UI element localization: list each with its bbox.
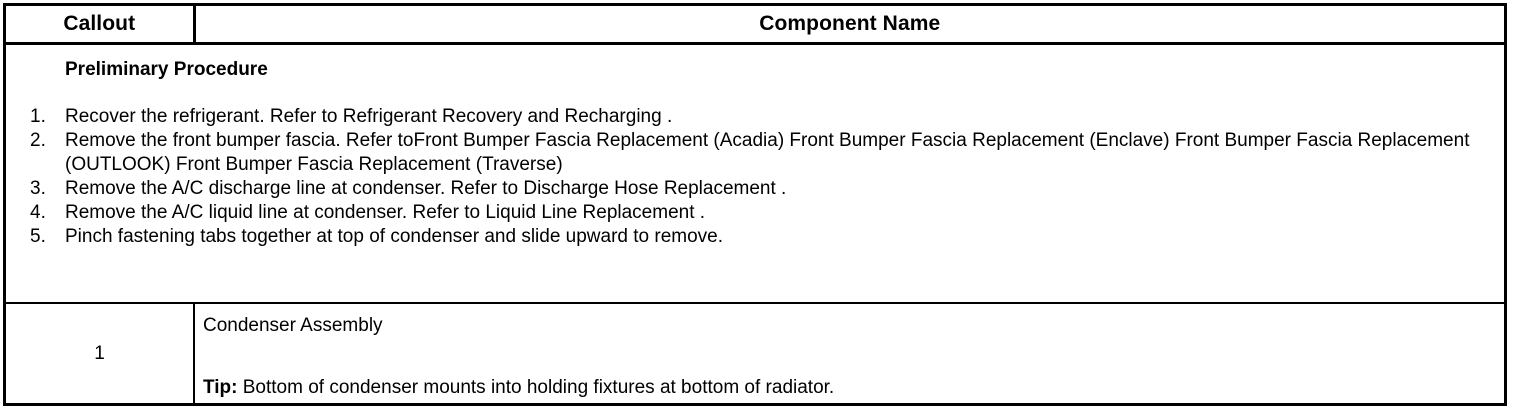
procedure-table-frame: Callout Component Name Preliminary Proce… [3, 3, 1507, 406]
step-text: Pinch fastening tabs together at top of … [65, 225, 724, 247]
tip-text: Bottom of condenser mounts into holding … [237, 377, 835, 398]
step-number: 1. [30, 105, 46, 127]
column-header-component-name: Component Name [194, 6, 1504, 45]
tip-label: Tip: [203, 377, 238, 398]
list-item: 5. Pinch fastening tabs together at top … [6, 225, 1504, 249]
table-header-row: Callout Component Name [6, 6, 1504, 45]
step-number: 2. [30, 129, 46, 151]
preliminary-procedure-title: Preliminary Procedure [65, 58, 268, 80]
column-header-callout: Callout [6, 6, 196, 45]
step-number: 3. [30, 177, 46, 199]
component-title: Condenser Assembly [203, 315, 383, 336]
step-text: Remove the A/C liquid line at condenser.… [65, 201, 706, 223]
component-tip: Tip: Bottom of condenser mounts into hol… [203, 376, 1504, 400]
step-text: Remove the A/C discharge line at condens… [65, 177, 787, 199]
component-name-cell: Condenser Assembly Tip: Bottom of conden… [194, 303, 1504, 403]
list-item: 3. Remove the A/C discharge line at cond… [6, 177, 1504, 201]
preliminary-steps-list: 1. Recover the refrigerant. Refer to Ref… [6, 105, 1504, 249]
preliminary-procedure-cell: Preliminary Procedure 1. Recover the ref… [6, 43, 1504, 304]
step-number: 4. [30, 201, 46, 223]
list-item: 2. Remove the front bumper fascia. Refer… [6, 129, 1504, 177]
list-item: 4. Remove the A/C liquid line at condens… [6, 201, 1504, 225]
table-row: 1 Condenser Assembly Tip: Bottom of cond… [6, 303, 1504, 403]
step-text: Recover the refrigerant. Refer to Refrig… [65, 105, 673, 127]
procedure-table: Callout Component Name Preliminary Proce… [6, 6, 1504, 403]
callout-number: 1 [6, 303, 195, 403]
step-text: Remove the front bumper fascia. Refer to… [65, 129, 1470, 175]
step-number: 5. [30, 225, 46, 247]
list-item: 1. Recover the refrigerant. Refer to Ref… [6, 105, 1504, 129]
preliminary-procedure-row: Preliminary Procedure 1. Recover the ref… [6, 43, 1504, 304]
